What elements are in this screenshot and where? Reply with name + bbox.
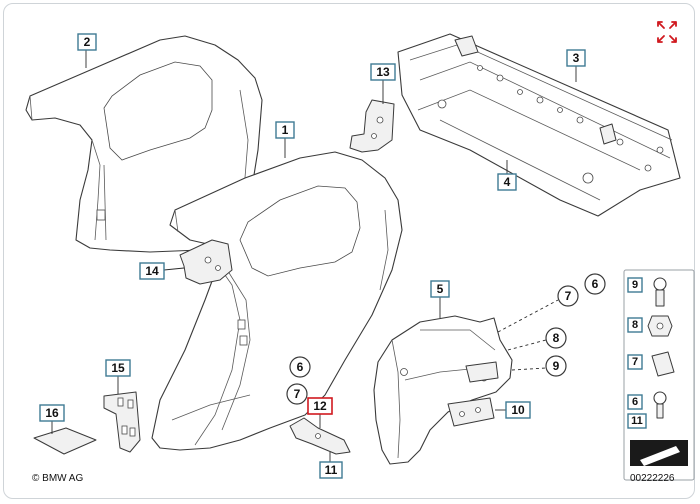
callout-13[interactable]: 13	[370, 63, 396, 81]
svg-text:11: 11	[631, 415, 643, 427]
svg-text:7: 7	[632, 356, 638, 368]
legend-label-9: 9	[627, 277, 643, 293]
svg-text:8: 8	[553, 331, 560, 345]
callout-14[interactable]: 14	[139, 262, 165, 280]
fastener-legend	[623, 269, 695, 481]
legend-label-8: 8	[627, 317, 643, 333]
callout-10[interactable]: 10	[505, 401, 531, 419]
svg-text:15: 15	[111, 361, 125, 375]
callout-8-circle[interactable]: 8	[545, 327, 567, 349]
svg-text:3: 3	[573, 51, 580, 65]
svg-text:6: 6	[297, 360, 304, 374]
callout-1[interactable]: 1	[275, 121, 295, 139]
legend-label-11: 11	[627, 413, 647, 429]
callout-4[interactable]: 4	[497, 173, 517, 191]
part-1-side-panel	[151, 151, 403, 451]
callout-16[interactable]: 16	[39, 404, 65, 422]
part-10-panel	[447, 397, 495, 427]
callout-9-circle[interactable]: 9	[545, 355, 567, 377]
expand-icon[interactable]	[652, 18, 680, 46]
part-5-wheel-arch	[373, 315, 513, 465]
svg-text:7: 7	[565, 289, 572, 303]
svg-text:5: 5	[437, 282, 444, 296]
svg-text:6: 6	[632, 396, 638, 408]
part-13-bracket	[349, 99, 395, 153]
svg-text:10: 10	[511, 403, 525, 417]
callout-11-box[interactable]: 11	[319, 461, 343, 479]
image-number: 00222226	[630, 473, 675, 484]
legend-label-7: 7	[627, 354, 643, 370]
callout-2[interactable]: 2	[77, 33, 97, 51]
part-15-bracket	[103, 391, 141, 453]
callout-12[interactable]: 12	[307, 397, 333, 415]
svg-text:13: 13	[376, 65, 390, 79]
callout-6-circle-right[interactable]: 6	[584, 273, 606, 295]
svg-text:9: 9	[553, 359, 560, 373]
callout-7-circle-left[interactable]: 7	[286, 383, 308, 405]
copyright-text: © BMW AG	[32, 473, 83, 484]
svg-text:8: 8	[632, 319, 638, 331]
svg-text:2: 2	[84, 35, 91, 49]
callout-5[interactable]: 5	[430, 280, 450, 298]
callout-15[interactable]: 15	[105, 359, 131, 377]
leader-lines	[51, 50, 577, 462]
callout-7-circle-right[interactable]: 7	[557, 285, 579, 307]
svg-text:16: 16	[45, 406, 59, 420]
svg-text:12: 12	[313, 399, 327, 413]
svg-text:9: 9	[632, 279, 638, 291]
part-3-4-rear-panel	[397, 33, 681, 217]
part-16-pad	[33, 427, 97, 455]
callout-6-circle-left[interactable]: 6	[289, 356, 311, 378]
svg-text:11: 11	[325, 463, 338, 477]
svg-text:7: 7	[294, 387, 301, 401]
part-14-bracket	[179, 239, 233, 285]
svg-text:14: 14	[145, 264, 159, 278]
svg-text:6: 6	[592, 277, 599, 291]
callout-3[interactable]: 3	[566, 49, 586, 67]
legend-label-6: 6	[627, 394, 643, 410]
part-12-bracket	[289, 417, 351, 455]
svg-text:1: 1	[282, 123, 289, 137]
svg-text:4: 4	[504, 175, 511, 189]
